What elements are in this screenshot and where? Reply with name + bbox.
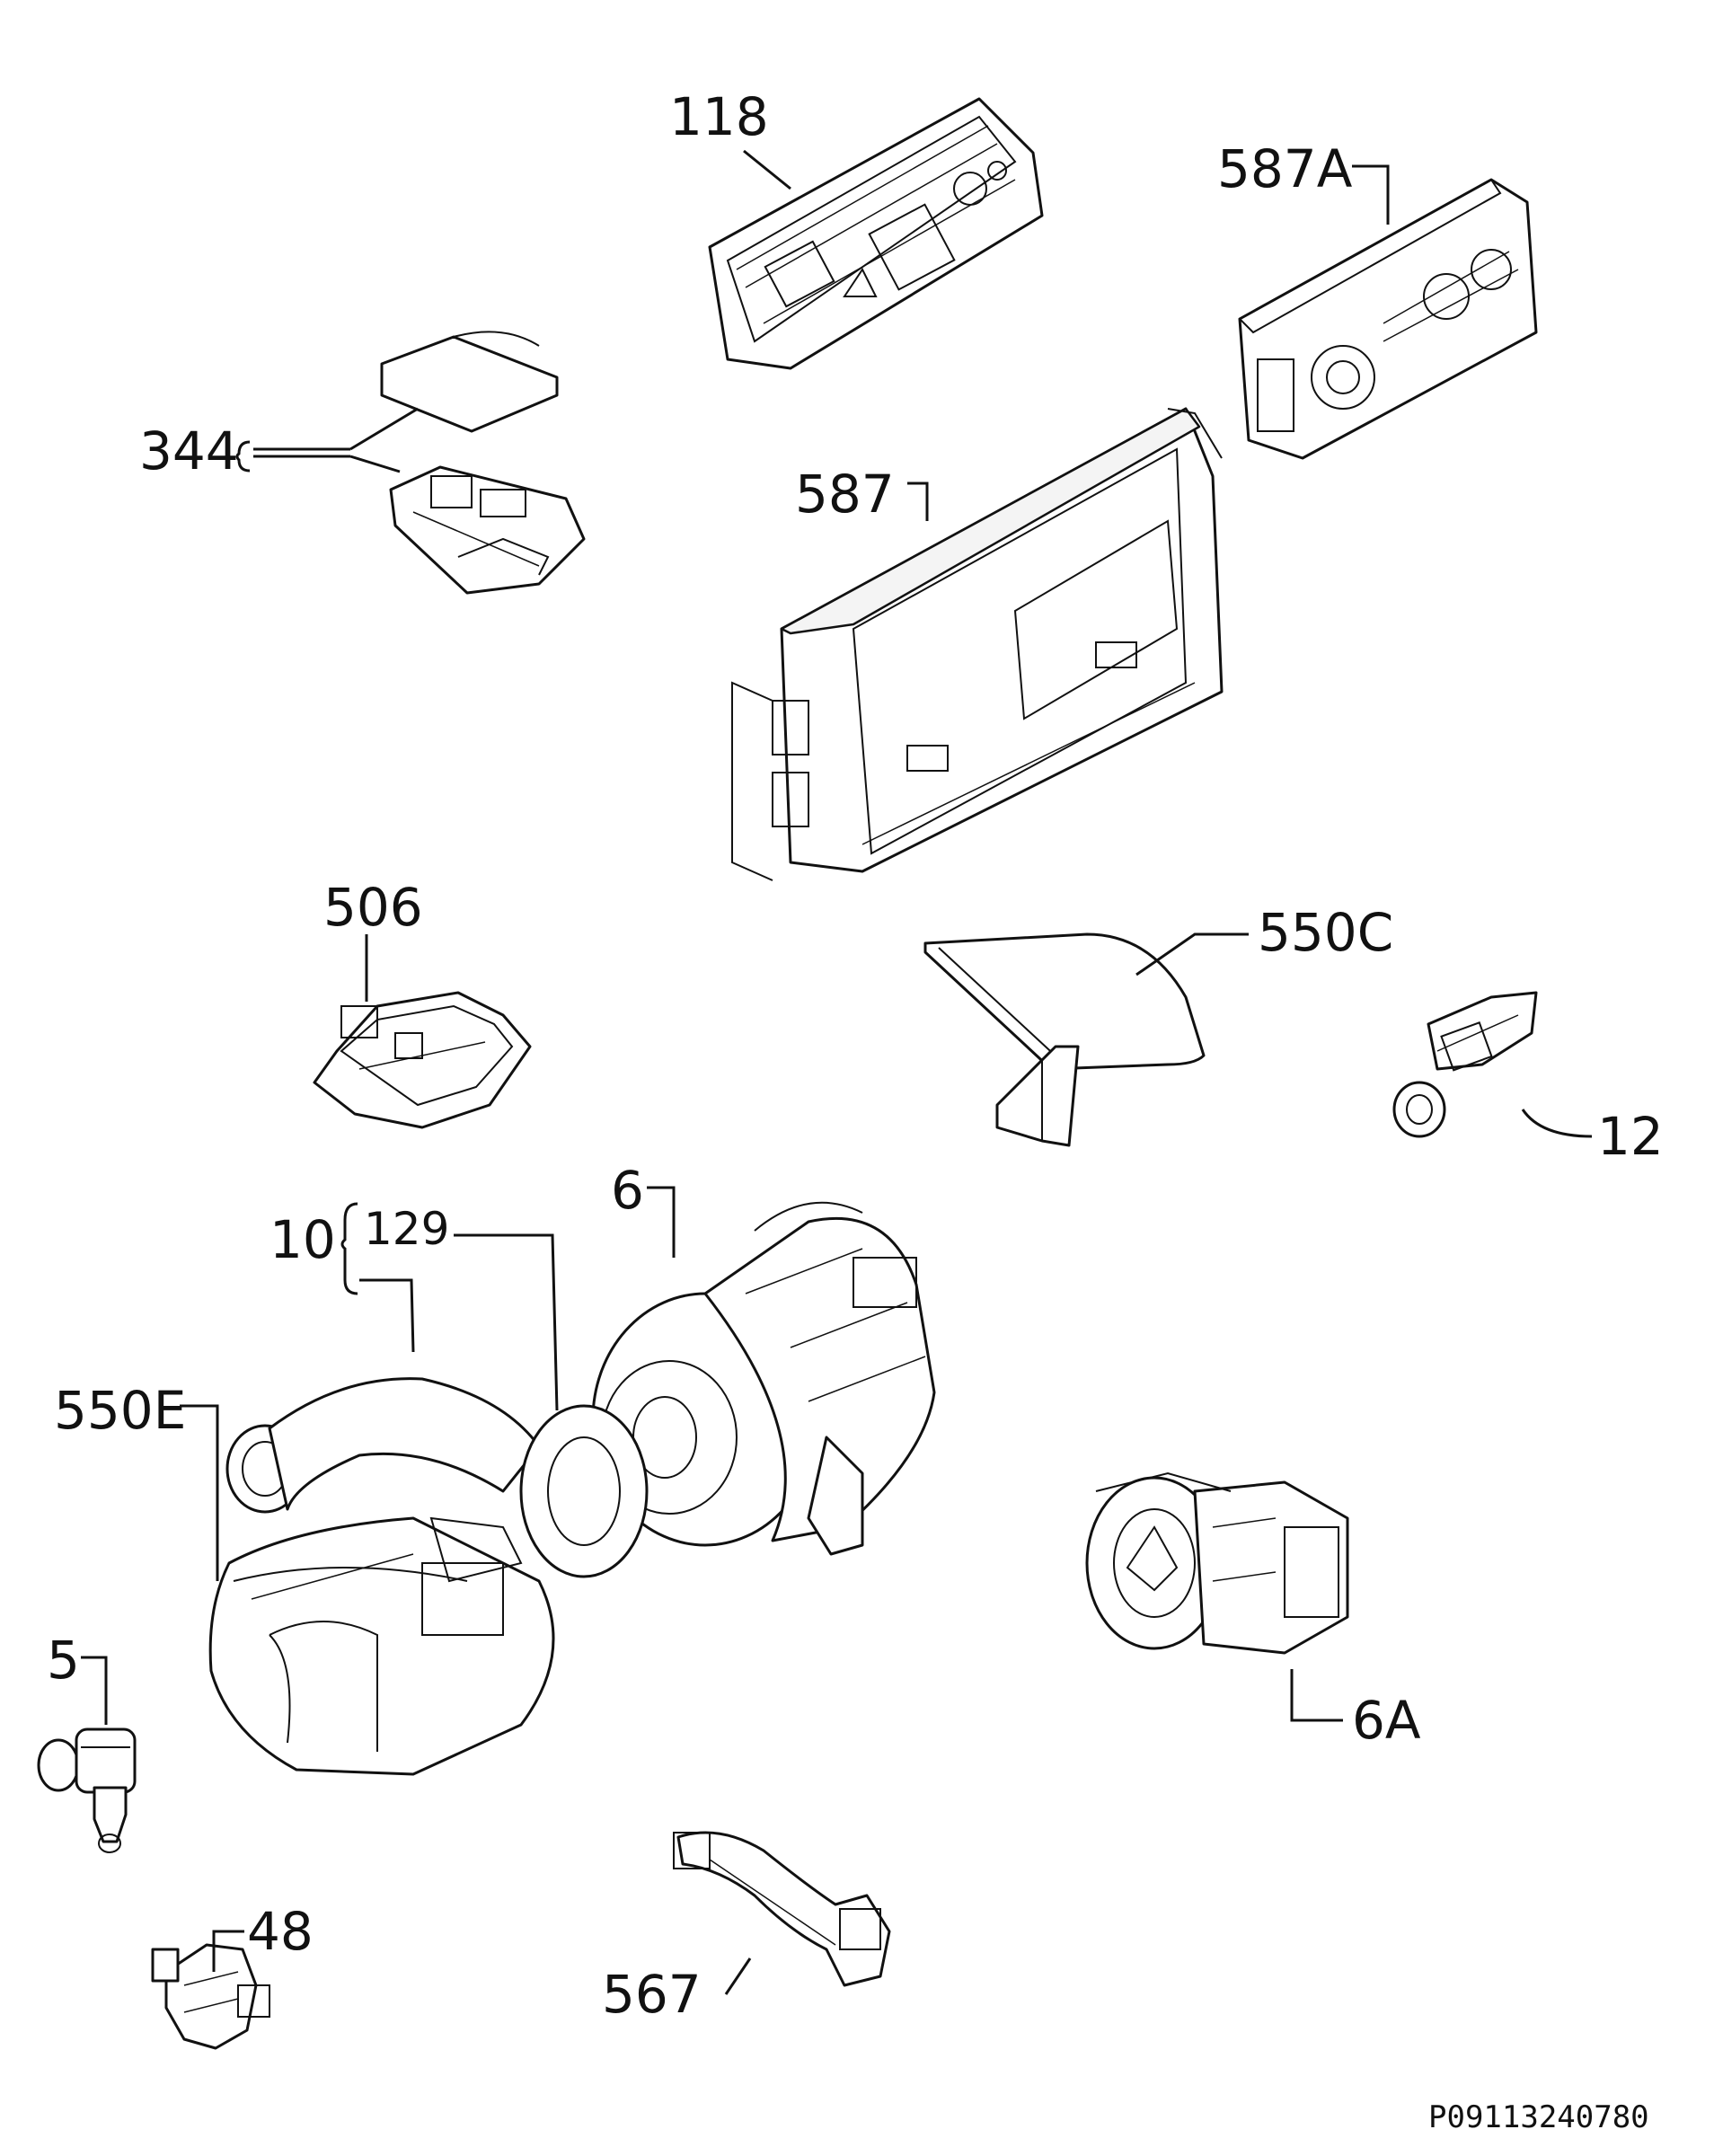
leader-587 (907, 482, 929, 521)
label-118: 118 (669, 86, 769, 147)
part-5-inlet-valve[interactable] (37, 1727, 137, 1853)
label-587: 587 (795, 464, 895, 525)
label-129: 129 (364, 1203, 449, 1255)
leader-587a (1352, 164, 1390, 225)
label-6: 6 (611, 1160, 644, 1221)
label-12: 12 (1597, 1106, 1664, 1167)
leader-48 (212, 1930, 244, 1972)
part-550c-cover[interactable] (923, 932, 1206, 1147)
brace-344 (235, 440, 251, 473)
label-48: 48 (247, 1901, 314, 1962)
part-567-bracket[interactable] (673, 1831, 891, 1987)
part-48-temperature-sensor[interactable] (151, 1943, 270, 2050)
label-567: 567 (602, 1964, 702, 2025)
part-6a-drain-pump[interactable] (1085, 1471, 1349, 1655)
label-550c: 550C (1258, 902, 1393, 963)
leader-6 (647, 1186, 676, 1258)
leader-344-c (349, 407, 419, 451)
part-344-lock-assembly[interactable] (380, 331, 586, 595)
part-506-door-latch[interactable] (313, 991, 532, 1129)
label-587a: 587A (1217, 138, 1353, 199)
leader-6a (1290, 1669, 1343, 1722)
leader-550c (1135, 932, 1249, 976)
leader-5 (81, 1656, 108, 1725)
leader-129 (454, 1233, 559, 1411)
leader-12 (1521, 1109, 1593, 1138)
label-344: 344 (139, 420, 239, 482)
part-550e-sump-assembly[interactable] (208, 1377, 649, 1776)
label-5: 5 (47, 1630, 80, 1691)
leader-567 (724, 1957, 752, 1995)
part-587a-module[interactable] (1238, 178, 1538, 460)
leader-118 (743, 149, 791, 190)
part-587-main-module[interactable] (731, 407, 1224, 881)
leader-344-d (349, 455, 401, 473)
part-118-control-board[interactable] (708, 97, 1044, 370)
label-550e: 550E (54, 1380, 186, 1441)
part-12-pressure-switch[interactable] (1392, 991, 1538, 1138)
part-6-circulation-pump[interactable] (591, 1201, 936, 1556)
label-506: 506 (323, 877, 423, 938)
leader-550e (180, 1404, 219, 1581)
drawing-code: P09113240780 (1428, 2099, 1649, 2135)
label-10: 10 (269, 1209, 336, 1270)
leader-10 (359, 1278, 415, 1353)
brace-10 (340, 1202, 358, 1295)
label-6a: 6A (1352, 1690, 1421, 1751)
